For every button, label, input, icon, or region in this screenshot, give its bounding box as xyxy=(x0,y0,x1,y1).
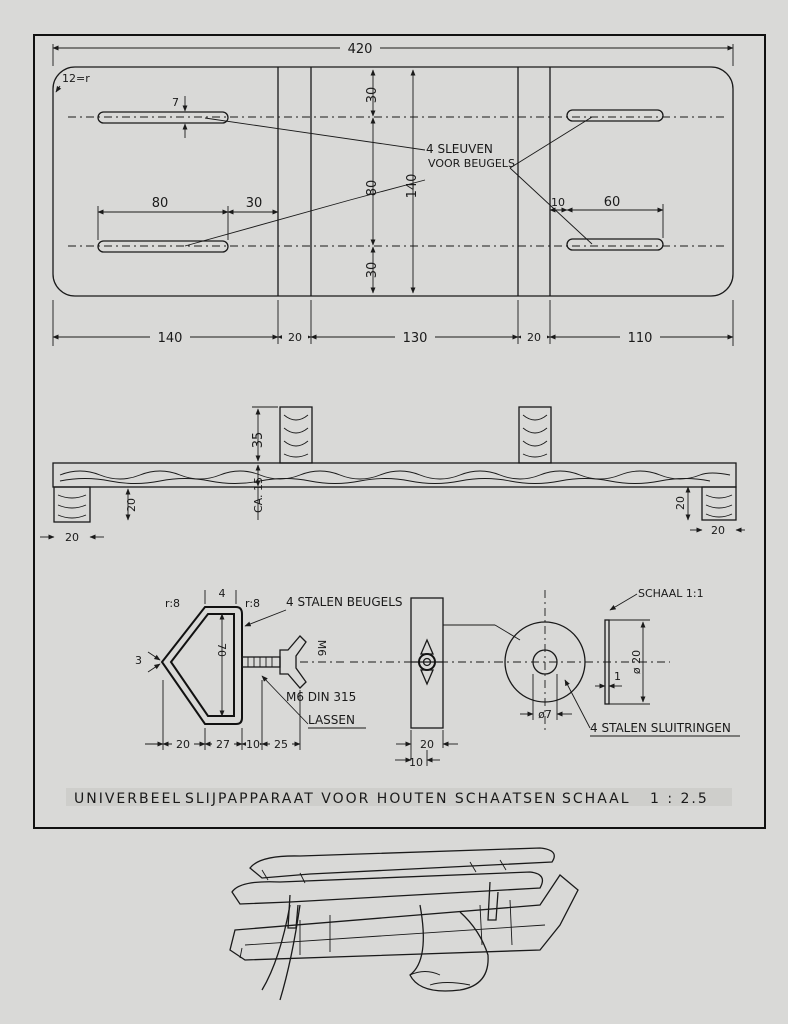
dim-bracket-height: 70 xyxy=(215,643,228,657)
dim-slot-gap-left: 30 xyxy=(246,196,263,211)
slot-bottom-left xyxy=(97,240,229,253)
dim-total-width: 140 xyxy=(405,174,420,199)
dim-overall-length: 420 xyxy=(348,42,373,57)
sketch-base xyxy=(229,874,579,961)
dim-bottom-130: 130 xyxy=(403,331,428,346)
dim-block-depth: 10 xyxy=(409,756,423,769)
scale-note-1-1: SCHAAL 1:1 xyxy=(638,587,704,600)
dim-slot-width: 7 xyxy=(172,96,179,109)
title-part: UNIVERBEEL xyxy=(74,791,182,807)
title-block: UNIVERBEEL SLIJPAPPARAAT VOOR HOUTEN SCH… xyxy=(66,788,732,807)
title-scale-label: SCHAAL xyxy=(562,791,631,807)
dim-block-width: 20 xyxy=(420,738,434,751)
dim-slot-length-left: 80 xyxy=(152,196,169,211)
slot-note-line2: VOOR BEUGELS xyxy=(428,157,515,170)
dim-bottom-20a: 20 xyxy=(288,331,302,344)
upright-left xyxy=(279,406,313,464)
dim-foot-width-left: 20 xyxy=(65,531,79,544)
dim-corner-radius: 12=r xyxy=(62,72,90,85)
dim-bracket-25: 25 xyxy=(274,738,288,751)
title-scale-value: 1 : 2.5 xyxy=(650,791,709,807)
side-view: 35 CA. 15 20 20 20 20 xyxy=(40,406,745,544)
slot-bottom-right xyxy=(566,238,664,251)
title-text: SLIJPAPPARAAT VOOR HOUTEN SCHAATSEN xyxy=(185,791,557,807)
foot-left xyxy=(53,486,91,523)
bolt-size: M6 xyxy=(315,640,328,657)
washer-detail: ø7 ø 20 1 SCHAAL 1:1 4 STALEN SLUITRINGE… xyxy=(495,587,740,737)
dim-bracket-20: 20 xyxy=(176,738,190,751)
dim-slot-gap-right: 10 xyxy=(551,196,565,209)
foot-right xyxy=(701,486,737,521)
dim-30-top: 30 xyxy=(365,87,380,104)
bolt-spec: M6 DIN 315 xyxy=(286,690,356,704)
slot-note-line1: 4 SLEUVEN xyxy=(426,142,493,156)
washer-side xyxy=(604,619,610,705)
drawing-frame xyxy=(33,34,766,829)
slot-top-right xyxy=(566,109,664,122)
upright-right xyxy=(518,406,552,464)
sketch-skate-lower xyxy=(231,871,544,905)
dim-tip-3: 3 xyxy=(135,654,142,667)
weld-note: LASSEN xyxy=(308,713,355,727)
bracket-detail: 70 r:8 r:8 4 3 M6 M6 DIN 315 LASSEN 4 ST… xyxy=(135,587,403,751)
slot-top-left xyxy=(97,111,229,124)
perspective-sketch xyxy=(229,847,579,1001)
dim-bottom-110: 110 xyxy=(628,331,653,346)
dim-top-width: 4 xyxy=(219,587,226,600)
dim-plank-thickness: CA. 15 xyxy=(252,477,265,513)
dim-bottom-140: 140 xyxy=(158,331,183,346)
plank xyxy=(52,462,737,488)
dim-80-mid: 80 xyxy=(365,180,380,197)
dim-radius-left: r:8 xyxy=(165,597,180,610)
dim-bottom-20b: 20 xyxy=(527,331,541,344)
base-plate-outline xyxy=(52,66,734,297)
washer-note: 4 STALEN SLUITRINGEN xyxy=(590,721,731,735)
dim-foot-width-right: 20 xyxy=(711,524,725,537)
sketch-skate-top xyxy=(249,847,555,879)
wing-nut xyxy=(279,635,307,689)
top-view: 420 12=r 7 30 80 30 140 80 xyxy=(52,38,734,346)
dim-washer-outer: ø 20 xyxy=(630,650,643,674)
dim-bracket-10: 10 xyxy=(246,738,260,751)
block-detail: 20 10 xyxy=(350,597,521,769)
dim-radius-right: r:8 xyxy=(245,597,260,610)
dim-30-bottom: 30 xyxy=(365,262,380,279)
bracket-note: 4 STALEN BEUGELS xyxy=(286,595,403,609)
bolt-block xyxy=(410,597,444,729)
dim-washer-thickness: 1 xyxy=(614,670,621,683)
dim-bracket-27: 27 xyxy=(216,738,230,751)
dim-upright-height: 35 xyxy=(251,432,266,449)
sketch-strap xyxy=(409,904,489,992)
dim-washer-inner: ø7 xyxy=(538,708,552,721)
dim-foot-height-right: 20 xyxy=(674,496,687,510)
dim-slot-length-right: 60 xyxy=(604,195,621,210)
dim-foot-height-left: 20 xyxy=(125,498,138,512)
